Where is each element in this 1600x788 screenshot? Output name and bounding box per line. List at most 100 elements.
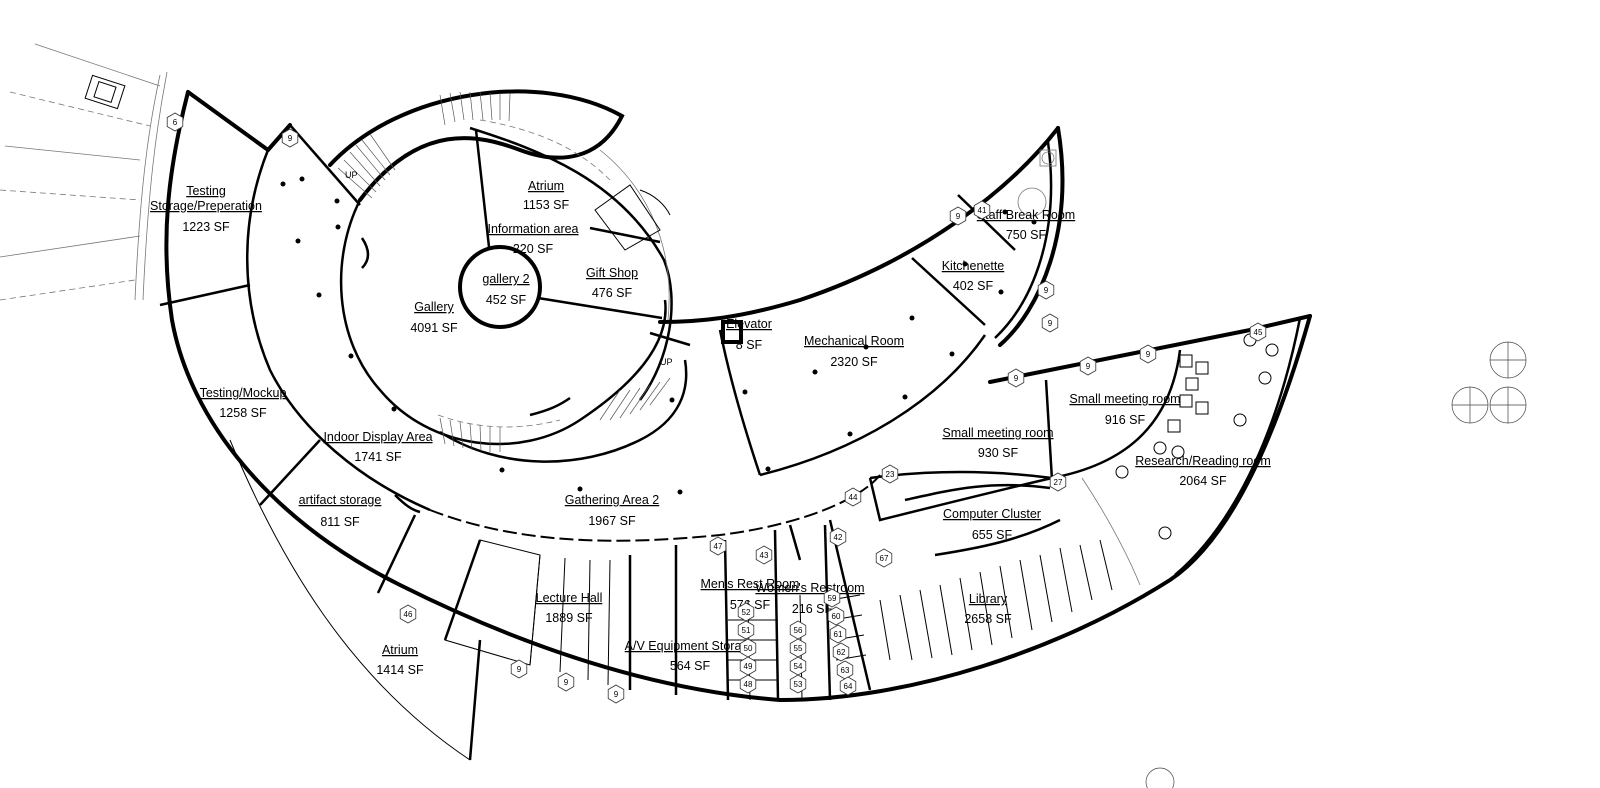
room-name: Library [969,592,1008,606]
tag-marker: 55 [789,638,807,658]
tag-number: 41 [978,206,987,215]
tag-number: 64 [844,682,853,691]
room-name: Gallery [414,300,454,314]
tag-hexagon [832,642,850,662]
tag-marker: 53 [789,674,807,694]
room-area: 1153 SF [523,198,570,212]
tag-hexagon [737,620,755,640]
tag-hexagon [607,684,625,704]
gift-shop-counter [594,184,671,251]
tag-hexagon [829,527,847,547]
tag-hexagon [823,588,841,608]
room-area: 1967 SF [588,514,636,528]
tag-marker: 9 [1037,280,1055,300]
tag-number: 43 [760,551,769,560]
tag-number: 59 [828,594,837,603]
tag-hexagon [829,624,847,644]
tag-marker: 51 [737,620,755,640]
tag-number: 9 [517,665,522,674]
tag-number: 61 [834,630,843,639]
room-name: Women's Restroom [755,581,864,595]
room-gathering-area-2: Gathering Area 2 1967 SF [565,493,660,528]
tag-hexagon [755,545,773,565]
tag-marker: 42 [829,527,847,547]
room-elevator: Elevator 8 SF [726,317,772,352]
tag-hexagon [1079,356,1097,376]
tag-number: 27 [1054,478,1063,487]
tag-hexagon [281,128,299,148]
room-name: Men's Rest Room [701,577,800,591]
room-indoor-display-area: Indoor Display Area 1741 SF [323,430,432,464]
atrium-bottom-walls [229,439,482,761]
tag-marker: 59 [823,588,841,608]
tag-marker: 44 [844,487,862,507]
tag-hexagon [875,548,893,568]
room-atrium-top: Atrium 1153 SF [523,179,570,212]
tag-hexagon [827,606,845,626]
tag-number: 63 [841,666,850,675]
room-area: 811 SF [320,515,360,529]
room-area: 220 SF [513,242,554,256]
tag-number: 46 [404,610,413,619]
tag-marker: 41 [973,200,991,220]
tag-hexagon [709,536,727,556]
tag-hexagon [1041,313,1059,333]
tag-marker: 62 [832,642,850,662]
tag-marker: 9 [1139,344,1157,364]
tag-number: 9 [1044,286,1049,295]
room-area: 1741 SF [354,450,402,464]
tag-number: 52 [742,608,751,617]
room-labels: Testing Storage/Preperation 1223 SF Atri… [150,179,1271,677]
tag-hexagon [839,676,857,696]
room-artifact-storage: artifact storage 811 SF [299,493,382,529]
tag-hexagon [881,464,899,484]
tag-marker: 49 [739,656,757,676]
tag-marker: 61 [829,624,847,644]
tag-marker: 50 [739,638,757,658]
room-name: A/V Equipment Storage [625,639,756,653]
tag-hexagon [949,206,967,226]
east-wing-walls [718,194,1016,477]
room-name: Atrium [382,643,418,657]
tag-number: 62 [837,648,846,657]
room-staff-break-room: Staff Break Room 750 SF [977,208,1075,242]
tag-hexagon [789,674,807,694]
room-name: Small meeting room [942,426,1053,440]
room-gallery-2: gallery 2 452 SF [482,272,529,307]
tag-number: 50 [744,644,753,653]
tag-number: 67 [880,554,889,563]
tag-marker: 23 [881,464,899,484]
room-area: 2064 SF [1179,474,1227,488]
room-womens-restroom: Women's Restroom 216 SF [755,581,864,616]
room-lecture-hall: Lecture Hall 1889 SF [536,591,603,625]
room-area: 8 SF [736,338,763,352]
tag-number: 9 [1014,374,1019,383]
tag-marker: 52 [737,602,755,622]
room-small-meeting-room-1: Small meeting room 916 SF [1069,392,1180,427]
room-research-reading-room: Research/Reading room 2064 SF [1135,454,1271,488]
tag-marker: 9 [557,672,575,692]
tag-number: 48 [744,680,753,689]
room-name: Staff Break Room [977,208,1075,222]
tag-number: 47 [714,542,723,551]
room-name: Information area [487,222,578,236]
tag-number: 9 [288,134,293,143]
tag-hexagon [166,112,184,132]
lecture-hall-walls [443,539,632,690]
tag-number: 45 [1254,328,1263,337]
room-name: Atrium [528,179,564,193]
room-area: 655 SF [972,528,1013,542]
room-name: Gift Shop [586,266,638,280]
tag-hexagon [510,659,528,679]
stair-upper-left [337,91,511,199]
room-area: 750 SF [1006,228,1047,242]
tag-number: 54 [794,662,803,671]
site-lines [0,43,168,301]
tag-number: 23 [886,470,895,479]
room-area: 916 SF [1105,413,1146,427]
stair-up-label-1: UP [345,170,358,180]
room-area: 452 SF [486,293,527,307]
library-stacks [788,519,1113,691]
